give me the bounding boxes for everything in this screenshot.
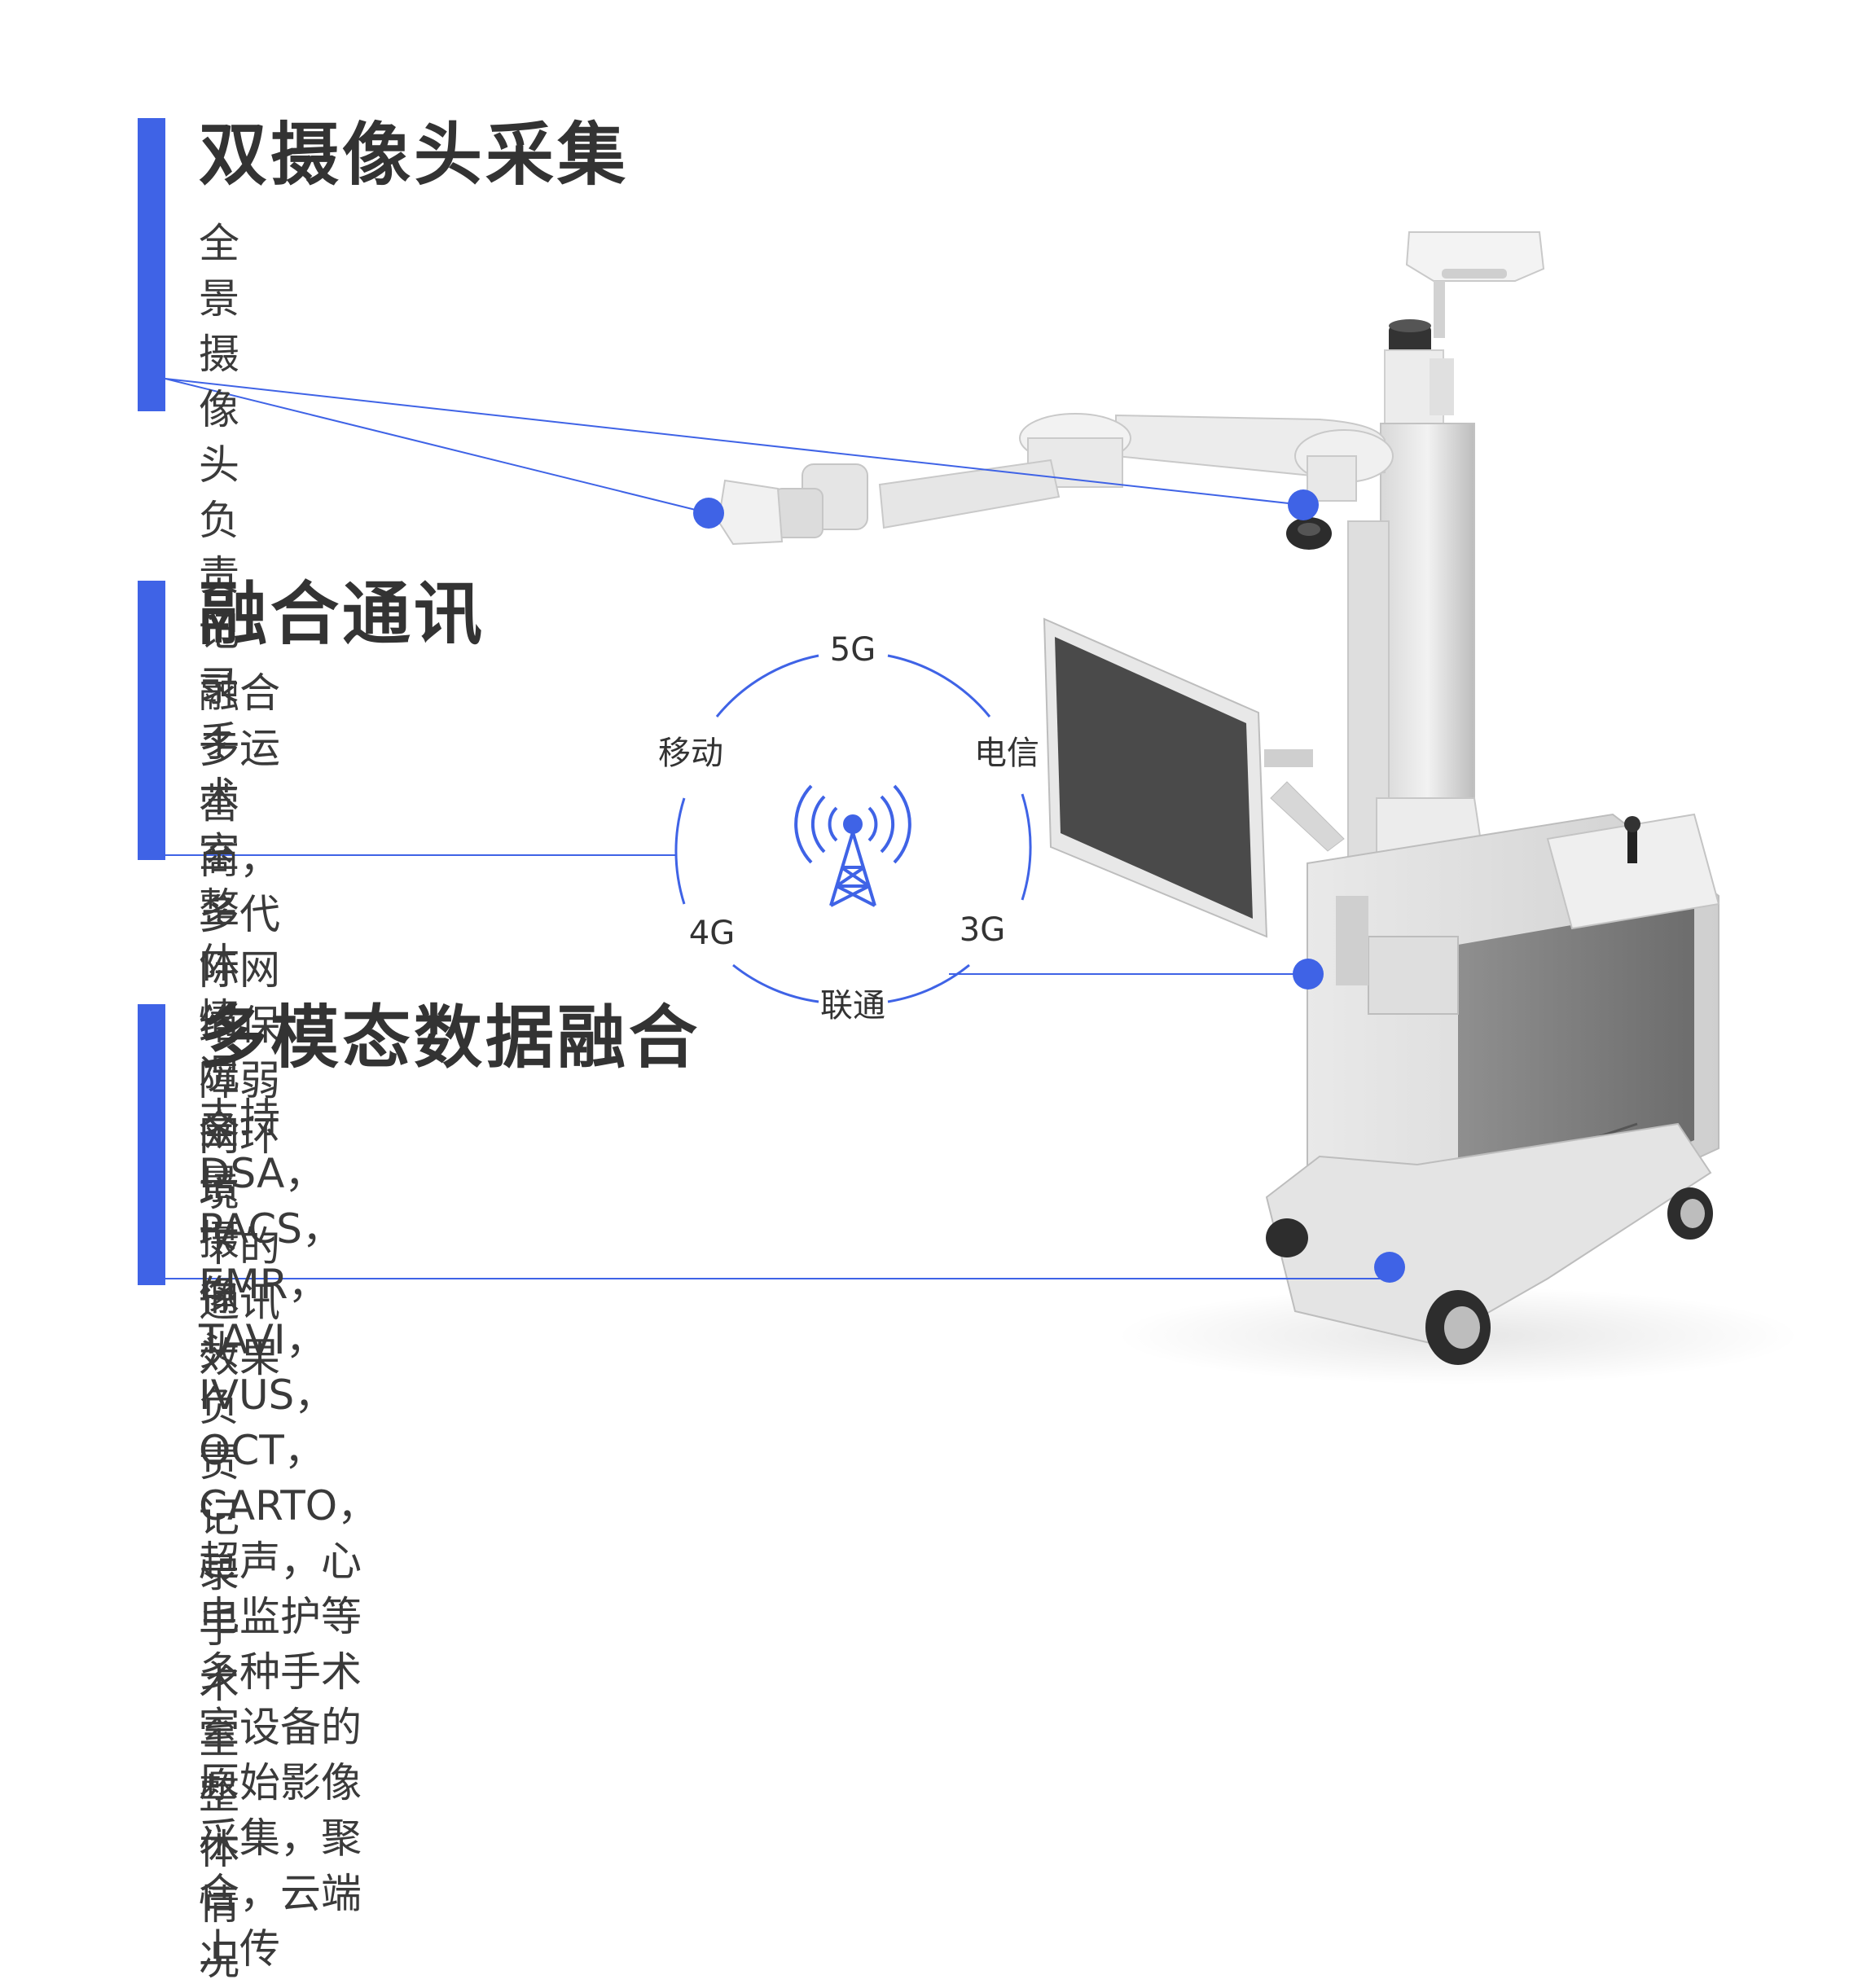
- section-body: 支持DSA，PACS，EMR，TAVI，IVUS，OCT， CARTO，超声，心…: [199, 1095, 379, 1973]
- network-label-telecom: 电信: [974, 735, 1039, 772]
- network-label-mobile: 移动: [658, 735, 723, 772]
- accent-bar: [138, 1004, 165, 1285]
- callout-dot-arm-camera: [693, 498, 724, 529]
- callout-connectors: [165, 378, 1405, 1283]
- section-body: 融合多运营商，多代 际网络保障弱网环境 下的通讯效果: [199, 669, 280, 1381]
- section-title: 多模态数据融合: [199, 998, 701, 1077]
- section-title: 融合通讯: [199, 574, 486, 654]
- network-label-unicom: 联通: [820, 987, 885, 1025]
- callout-dot-base: [1374, 1252, 1405, 1283]
- device-illustration: [717, 231, 1800, 1385]
- network-label-4g: 4G: [688, 915, 736, 952]
- section-title: 双摄像头采集: [199, 115, 630, 195]
- accent-bar: [138, 581, 165, 860]
- signal-tower-icon: [794, 784, 911, 907]
- callout-dot-cabinet: [1293, 959, 1324, 990]
- accent-bar: [138, 118, 165, 411]
- network-ring: [674, 654, 1032, 1003]
- network-label-5g: 5G: [829, 631, 876, 669]
- network-label-3g: 3G: [959, 911, 1006, 949]
- callout-dot-pole-camera: [1288, 489, 1319, 520]
